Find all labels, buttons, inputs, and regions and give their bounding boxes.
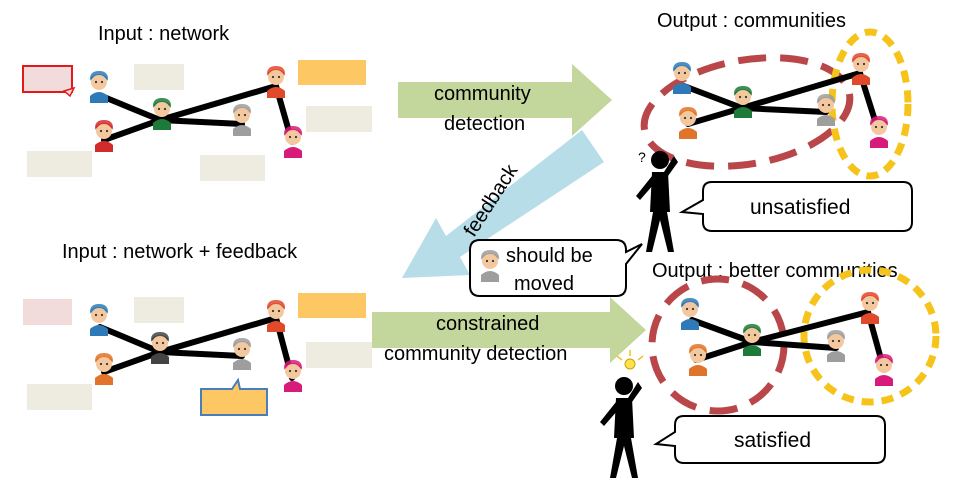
tag-yellow: [298, 293, 366, 318]
tag-grey: [134, 297, 184, 323]
person-icon: [860, 292, 880, 324]
person-icon: [283, 360, 303, 392]
top-right-title: Output : communities: [657, 10, 846, 32]
community-red-outline: [640, 54, 854, 170]
person-icon: [874, 354, 894, 386]
satisfied-person-icon: [600, 377, 642, 478]
constrained-label-2: community detection: [384, 343, 567, 365]
bottom-left-network: [23, 293, 372, 416]
tag-grey: [27, 151, 92, 177]
person-icon: [152, 98, 172, 130]
unsatisfied-text: unsatisfied: [750, 196, 850, 219]
tag-red: [22, 65, 73, 93]
unsatisfied-bubble: [678, 181, 913, 232]
person-icon: [89, 304, 109, 336]
constrained-detection-arrow: [372, 297, 646, 363]
detect-label-2: detection: [444, 113, 525, 135]
question-mark-icon: ?: [638, 149, 646, 165]
community-detection-arrow: [398, 64, 612, 136]
person-icon: [266, 66, 286, 98]
person-icon: [89, 71, 109, 103]
tag-grey: [200, 155, 265, 181]
move-text-2: moved: [514, 273, 574, 295]
person-icon: [680, 298, 700, 330]
bottom-left-title: Input : network + feedback: [62, 241, 298, 263]
unsatisfied-person-icon: [636, 151, 678, 252]
person-icon: [851, 53, 871, 85]
top-left-network: [22, 60, 372, 181]
lightbulb-icon: [616, 350, 644, 370]
tag-grey: [306, 106, 372, 132]
tag-pink: [23, 299, 72, 325]
satisfied-text: satisfied: [734, 429, 811, 452]
move-text-1: should be: [506, 245, 593, 267]
community-yellow-outline: [828, 28, 912, 180]
person-icon: [232, 104, 252, 136]
person-icon: [672, 62, 692, 94]
tag-grey: [27, 384, 92, 410]
feedback-arrow: [402, 130, 604, 278]
constrained-label-1: constrained: [436, 313, 539, 335]
tag-yellow: [298, 60, 366, 85]
person-icon: [283, 126, 303, 158]
should-be-moved-bubble: [469, 239, 643, 297]
community-yellow-outline: [800, 266, 940, 406]
bottom-right-network: [648, 266, 940, 415]
tag-grey: [134, 64, 184, 90]
person-icon: [733, 86, 753, 118]
tag-grey: [306, 342, 372, 368]
detect-label-1: community: [434, 83, 531, 105]
person-icon: [266, 300, 286, 332]
person-icon: [869, 116, 889, 148]
tag-yellow-feedback: [200, 377, 268, 416]
top-right-network: [640, 28, 912, 180]
satisfied-bubble: [653, 415, 886, 464]
top-left-title: Input : network: [98, 23, 230, 45]
